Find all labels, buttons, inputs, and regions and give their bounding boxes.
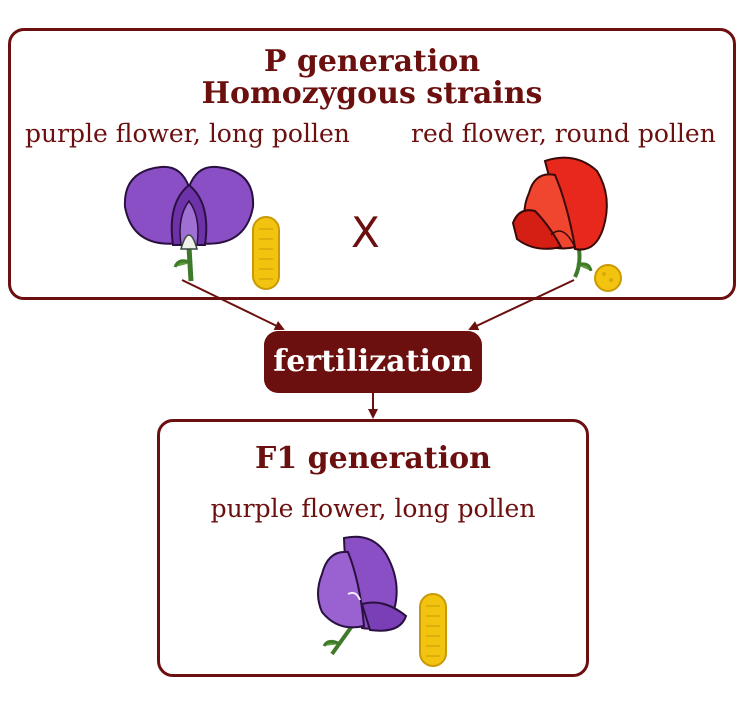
fertilization-box: fertilization (264, 331, 482, 393)
left-parent-label: purple flower, long pollen (25, 119, 350, 148)
round-pollen-icon (594, 264, 622, 292)
arrow-left-to-fertilization (181, 279, 285, 331)
long-pollen-icon (419, 593, 447, 667)
f1-generation-title: F1 generation (255, 441, 491, 476)
right-parent-label: red flower, round pollen (411, 119, 716, 148)
p-generation-box: P generation Homozygous strains purple f… (8, 28, 736, 300)
cross-symbol: X (351, 208, 380, 257)
long-pollen-icon (252, 216, 280, 290)
purple-flower-icon (123, 165, 255, 282)
f1-generation-box: F1 generation purple flower, long pollen (157, 419, 589, 677)
purple-flower-icon (317, 535, 408, 656)
p-generation-subtitle: Homozygous strains (201, 76, 543, 111)
red-flower-icon (511, 156, 608, 278)
p-generation-title: P generation (263, 44, 481, 79)
f1-offspring-label: purple flower, long pollen (210, 494, 536, 523)
arrow-right-to-fertilization (468, 279, 575, 331)
